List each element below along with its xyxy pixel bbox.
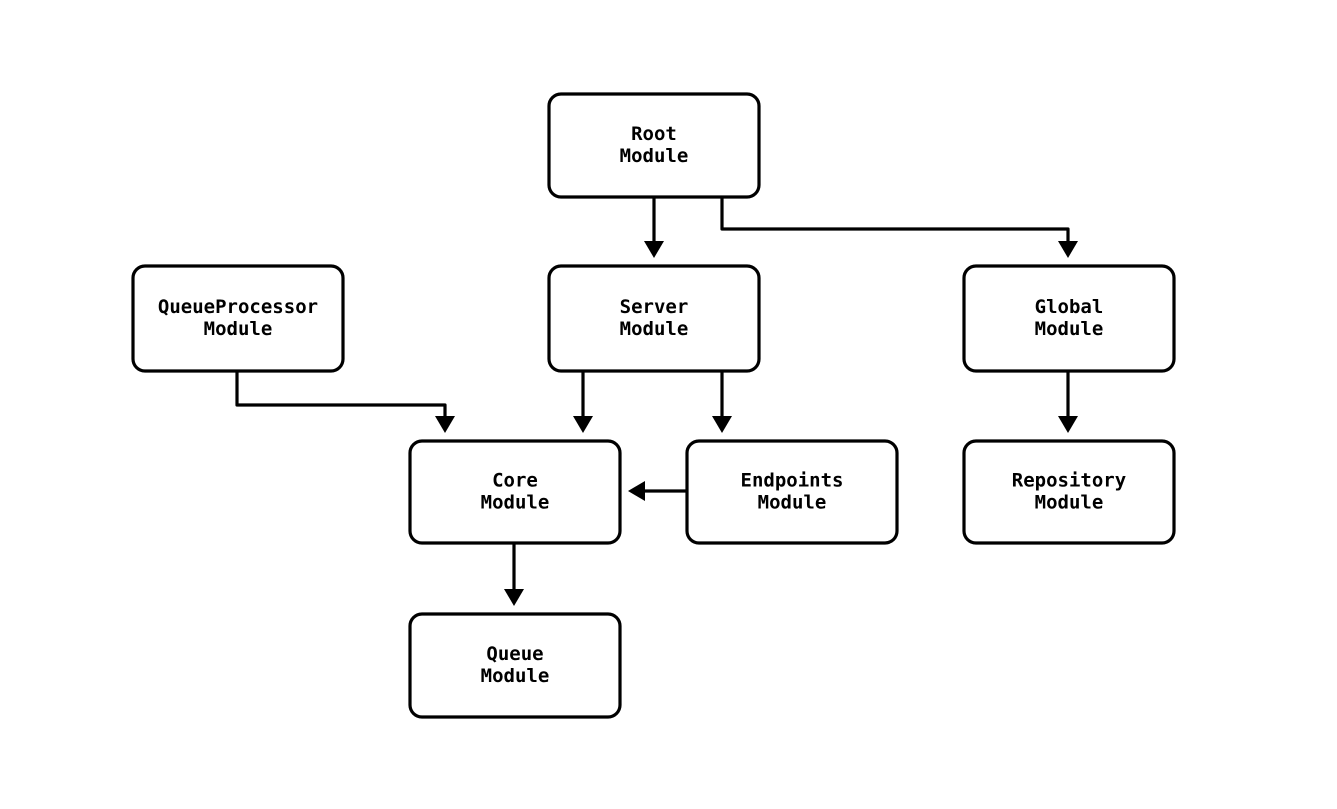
node-box[interactable] [408,439,622,545]
edge-server-to-core [573,371,593,433]
edge-line [235,371,447,416]
node-box[interactable] [962,439,1176,545]
node-label-line2: Module [481,492,550,514]
node-label-line1: Endpoints [741,470,844,492]
node-label-line2: Module [204,318,273,340]
arrowhead-down-icon [644,241,664,258]
node-label-line2: Module [1035,492,1104,514]
node-label-line2: Module [620,145,689,167]
node-box[interactable] [547,264,761,373]
node-label-line2: Module [481,665,550,687]
node-label-line1: Core [492,470,538,492]
nodes-layer: RootModuleQueueProcessorModuleServerModu… [131,92,1176,719]
node-label-line1: Root [631,123,677,145]
edge-line [720,197,1070,241]
edge-global-to-repository [1058,371,1078,433]
node-label-line1: Queue [486,643,543,665]
arrowhead-down-icon [1058,241,1078,258]
node-label-line2: Module [620,318,689,340]
node-box[interactable] [685,439,899,545]
node-label-line2: Module [758,492,827,514]
edges-layer [235,197,1078,606]
node-label-line1: Server [620,296,689,318]
arrowhead-down-icon [573,416,593,433]
node-label-line2: Module [1035,318,1104,340]
node-box[interactable] [962,264,1176,373]
edge-core-to-queue [504,543,524,606]
node-label-line1: Repository [1012,470,1126,492]
node-box[interactable] [131,264,345,373]
edge-queueprocessor-to-core [235,371,455,433]
edge-server-to-endpoints [712,371,732,433]
arrowhead-left-icon [628,481,645,501]
arrowhead-down-icon [435,416,455,433]
edge-root-to-global [720,197,1078,258]
arrowhead-down-icon [1058,416,1078,433]
edge-endpoints-to-core [628,481,687,501]
node-label-line1: Global [1035,296,1104,318]
arrowhead-down-icon [712,416,732,433]
arrowhead-down-icon [504,589,524,606]
edge-root-to-server [644,197,664,258]
node-box[interactable] [547,92,761,199]
node-label-line1: QueueProcessor [158,296,318,318]
node-box[interactable] [408,612,622,719]
